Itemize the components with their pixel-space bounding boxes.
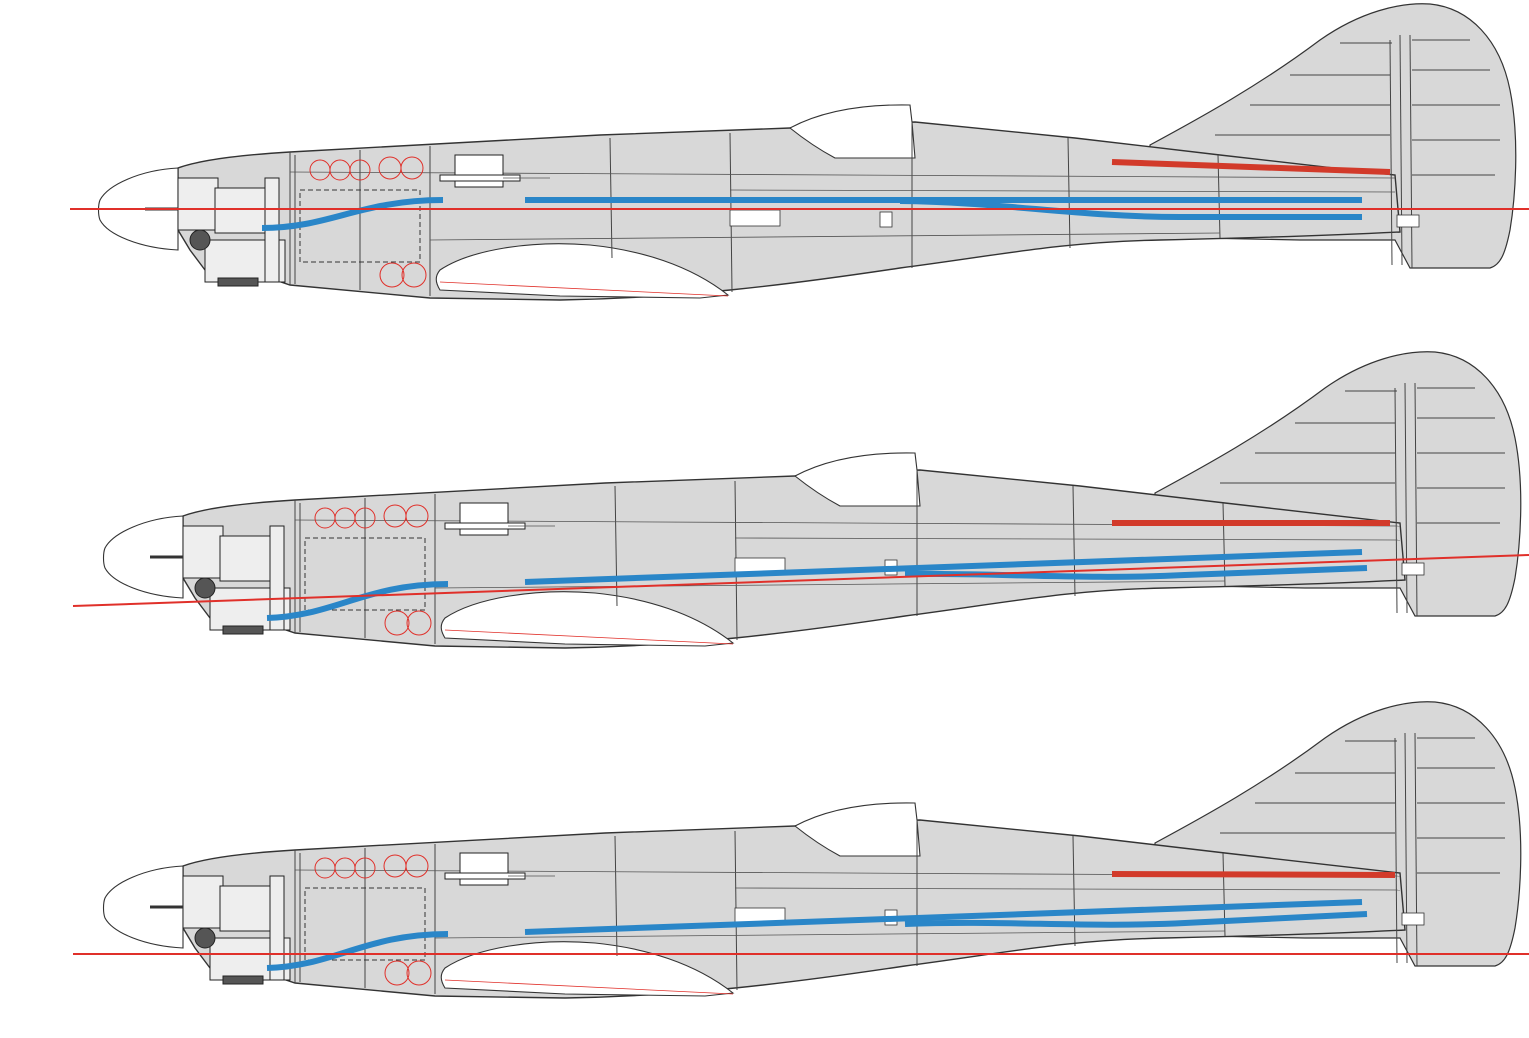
variant-middle bbox=[72, 350, 1529, 650]
pushrod-blue-2 bbox=[524, 549, 1363, 585]
pushrod-blue-3 bbox=[904, 911, 1368, 928]
pushrod-blue-1 bbox=[266, 581, 449, 621]
pushrod-red bbox=[1111, 159, 1391, 175]
thrust-line bbox=[72, 554, 1529, 607]
pushrod-red bbox=[1111, 871, 1396, 878]
variant-top bbox=[70, 2, 1529, 302]
pushrod-blue-2 bbox=[524, 899, 1363, 935]
variant-bottom bbox=[73, 700, 1529, 1000]
pushrod-blue-3 bbox=[904, 565, 1368, 580]
pushrod-blue-1 bbox=[261, 197, 444, 231]
pushrod-blue-1 bbox=[266, 931, 449, 971]
pushrod-blue-3 bbox=[899, 198, 1362, 220]
